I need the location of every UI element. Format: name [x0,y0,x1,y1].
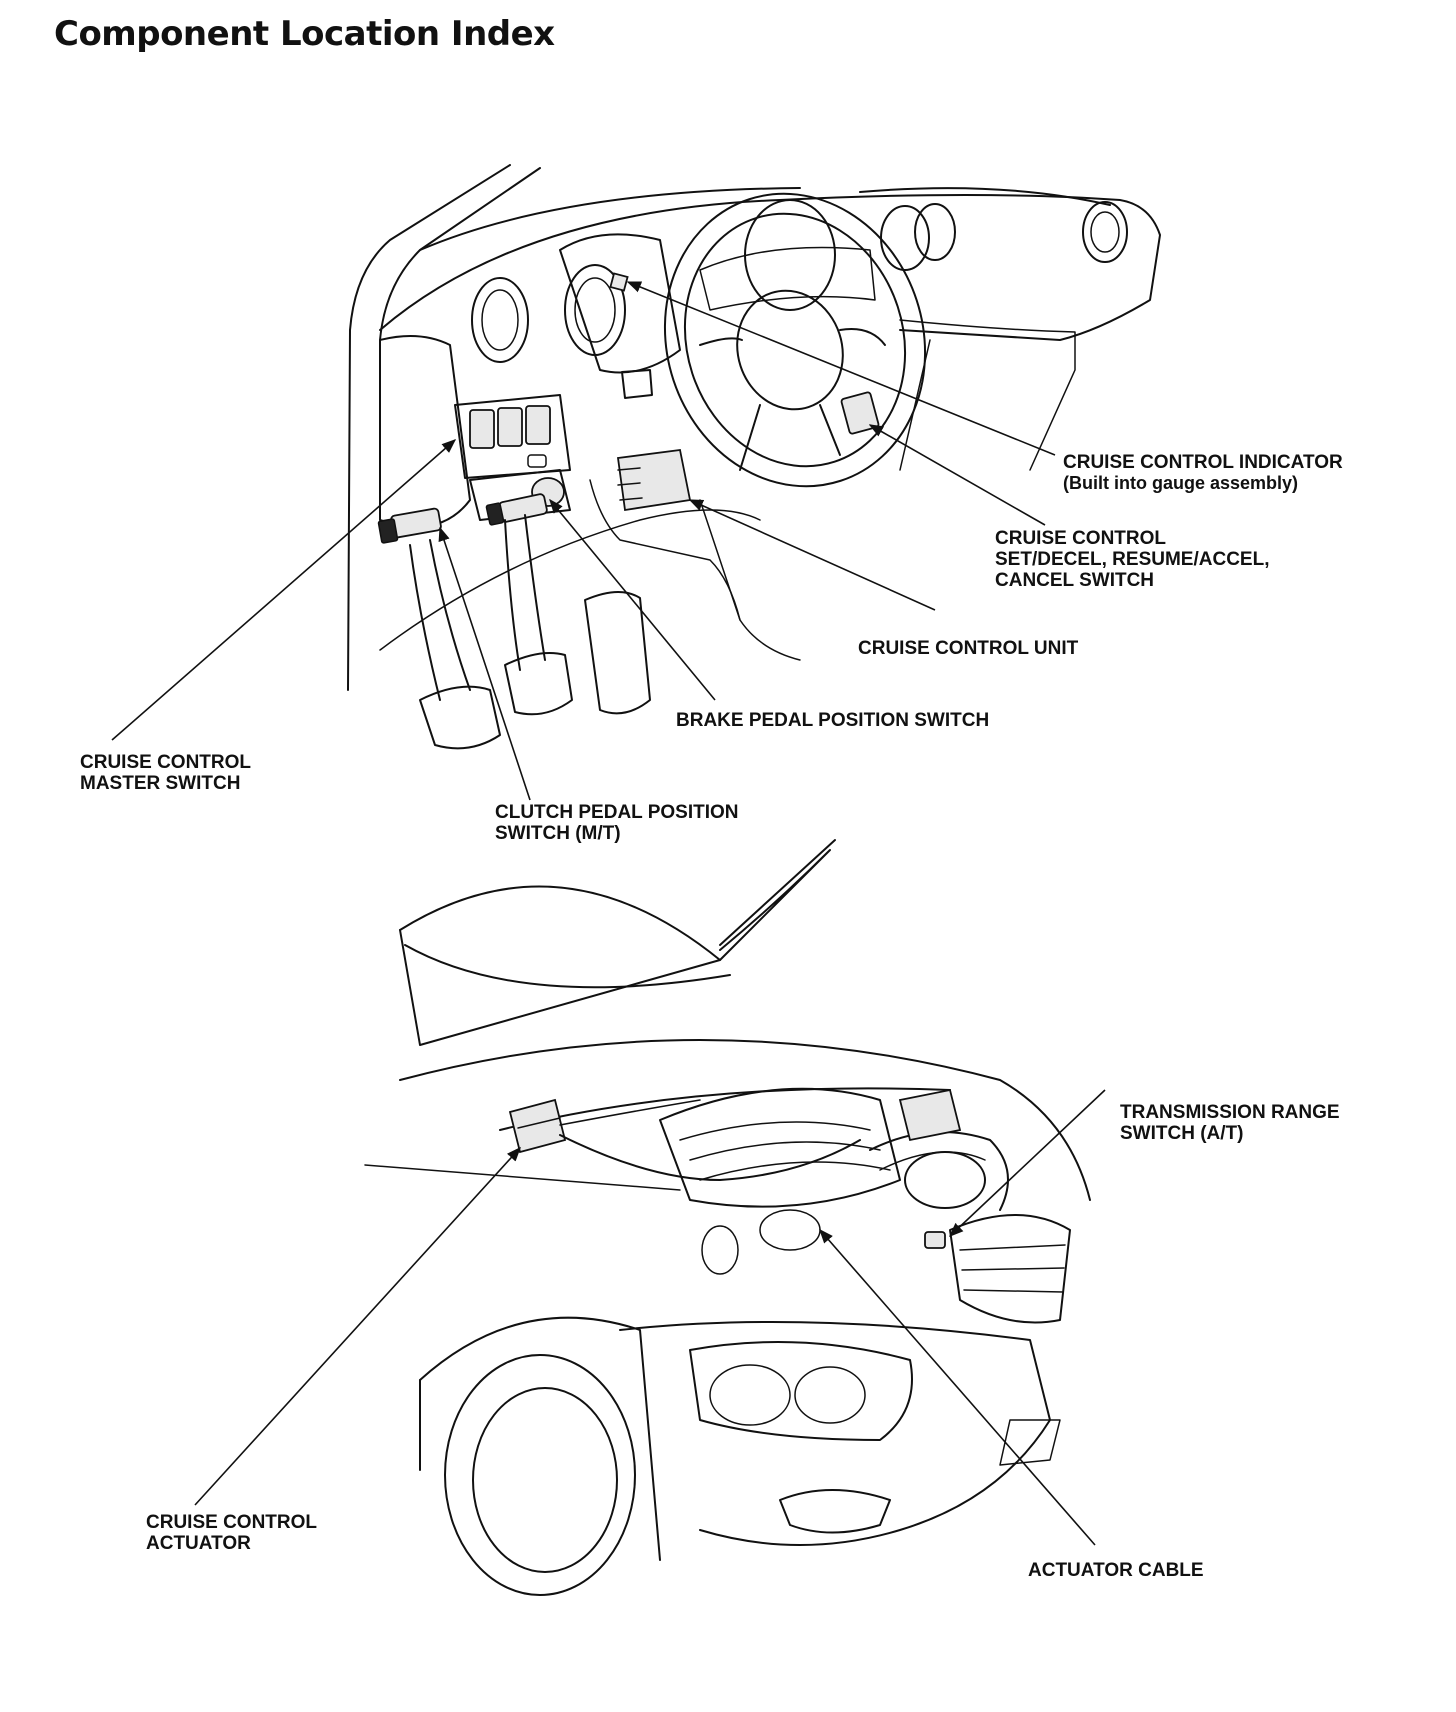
label-cruise-control-indicator: CRUISE CONTROL INDICATOR (Built into gau… [1063,452,1343,493]
label-cruise-control-set-switch: CRUISE CONTROL SET/DECEL, RESUME/ACCEL, … [995,528,1270,591]
label-cruise-control-actuator: CRUISE CONTROL ACTUATOR [146,1512,317,1554]
dashboard-illustration [347,164,1161,750]
label-clutch-pedal-position-switch: CLUTCH PEDAL POSITION SWITCH (M/T) [495,802,739,844]
label-brake-pedal-position-switch: BRAKE PEDAL POSITION SWITCH [676,710,990,731]
engine-bay-illustration [364,839,1091,1596]
engine-leader-lines [194,1089,1106,1546]
label-transmission-range-switch: TRANSMISSION RANGE SWITCH (A/T) [1120,1102,1340,1144]
page-title: Component Location Index [54,14,555,54]
interior-leader-lines [111,281,1056,801]
label-cruise-control-master-switch: CRUISE CONTROL MASTER SWITCH [80,752,251,794]
label-cruise-control-unit: CRUISE CONTROL UNIT [858,638,1079,659]
label-actuator-cable: ACTUATOR CABLE [1028,1560,1204,1581]
